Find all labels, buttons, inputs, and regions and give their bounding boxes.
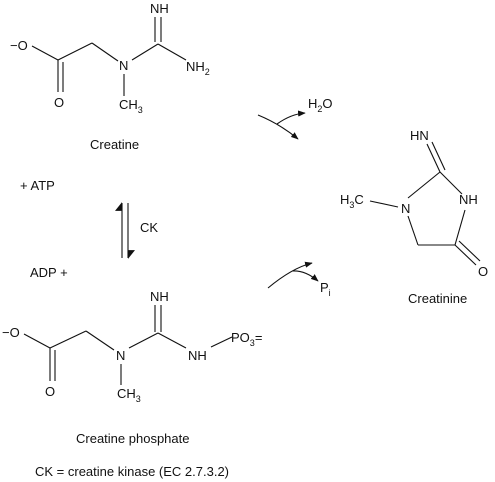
atp-label: + ATP — [20, 178, 55, 193]
bond — [23, 333, 51, 349]
creatinine-caption: Creatinine — [408, 291, 467, 306]
creatinine-nh: NH — [459, 192, 478, 207]
bond — [439, 171, 463, 195]
creatinine-imine: HN — [410, 128, 429, 143]
bond — [454, 209, 466, 246]
creatine-caption: Creatine — [90, 137, 139, 152]
footnote: CK = creatine kinase (EC 2.7.3.2) — [35, 464, 229, 479]
bond — [131, 43, 159, 61]
bond — [157, 332, 187, 349]
creatine-phosphate-caption: Creatine phosphate — [76, 431, 189, 446]
bond — [49, 330, 87, 349]
creatine-to-creatinine-arrow — [257, 114, 299, 140]
equilibrium-arrows — [114, 202, 136, 259]
bond — [91, 42, 119, 62]
creatine-phosphate-structure: −O O N CH3 NH NH PO3= Creatine phosphate — [2, 289, 262, 446]
creatinine-structure: HN NH N H3C O Creatinine — [340, 128, 488, 306]
enzyme-label: CK — [140, 220, 158, 235]
creatine-methyl: CH3 — [119, 97, 143, 115]
creatine-phosphate-imine: NH — [150, 289, 169, 304]
water-release-arrow — [276, 110, 306, 125]
creatine-amine: NH2 — [186, 59, 210, 77]
creatine-phosphate-po3: PO3= — [231, 330, 262, 348]
water-label: H2O — [308, 96, 333, 114]
adp-label: ADP + — [30, 265, 68, 280]
creatinine-n: N — [401, 201, 410, 216]
creatine-n: N — [119, 58, 128, 73]
bond — [31, 45, 59, 61]
bond — [210, 336, 233, 348]
phosphocreatine-to-creatinine-arrow — [267, 261, 313, 289]
creatine-structure: −O O N CH3 NH NH2 Creatine — [10, 1, 210, 152]
creatine-phosphate-methyl: CH3 — [117, 386, 141, 404]
bond — [369, 200, 399, 208]
bond — [458, 240, 481, 262]
bond — [454, 244, 477, 266]
creatine-carboxylate-oxygen: −O — [10, 38, 28, 53]
creatinine-methyl: H3C — [340, 192, 364, 210]
creatine-phosphate-nh: NH — [188, 348, 207, 363]
bond — [128, 332, 159, 349]
bond — [85, 330, 115, 351]
bond — [431, 141, 446, 171]
bond — [407, 171, 441, 199]
creatine-carbonyl-oxygen: O — [54, 95, 64, 110]
phosphate-release-arrow — [291, 270, 319, 282]
creatine-phosphate-n: N — [116, 348, 125, 363]
bond — [157, 43, 187, 61]
bond — [426, 143, 441, 173]
bond — [57, 42, 93, 61]
creatine-phosphate-carbonyl-oxygen: O — [45, 384, 55, 399]
phosphate-label: Pi — [320, 280, 331, 298]
bond — [407, 215, 419, 246]
creatine-phosphate-carboxylate-oxygen: −O — [2, 325, 20, 340]
creatine-imine: NH — [150, 1, 169, 16]
creatinine-carbonyl-oxygen: O — [478, 264, 488, 279]
